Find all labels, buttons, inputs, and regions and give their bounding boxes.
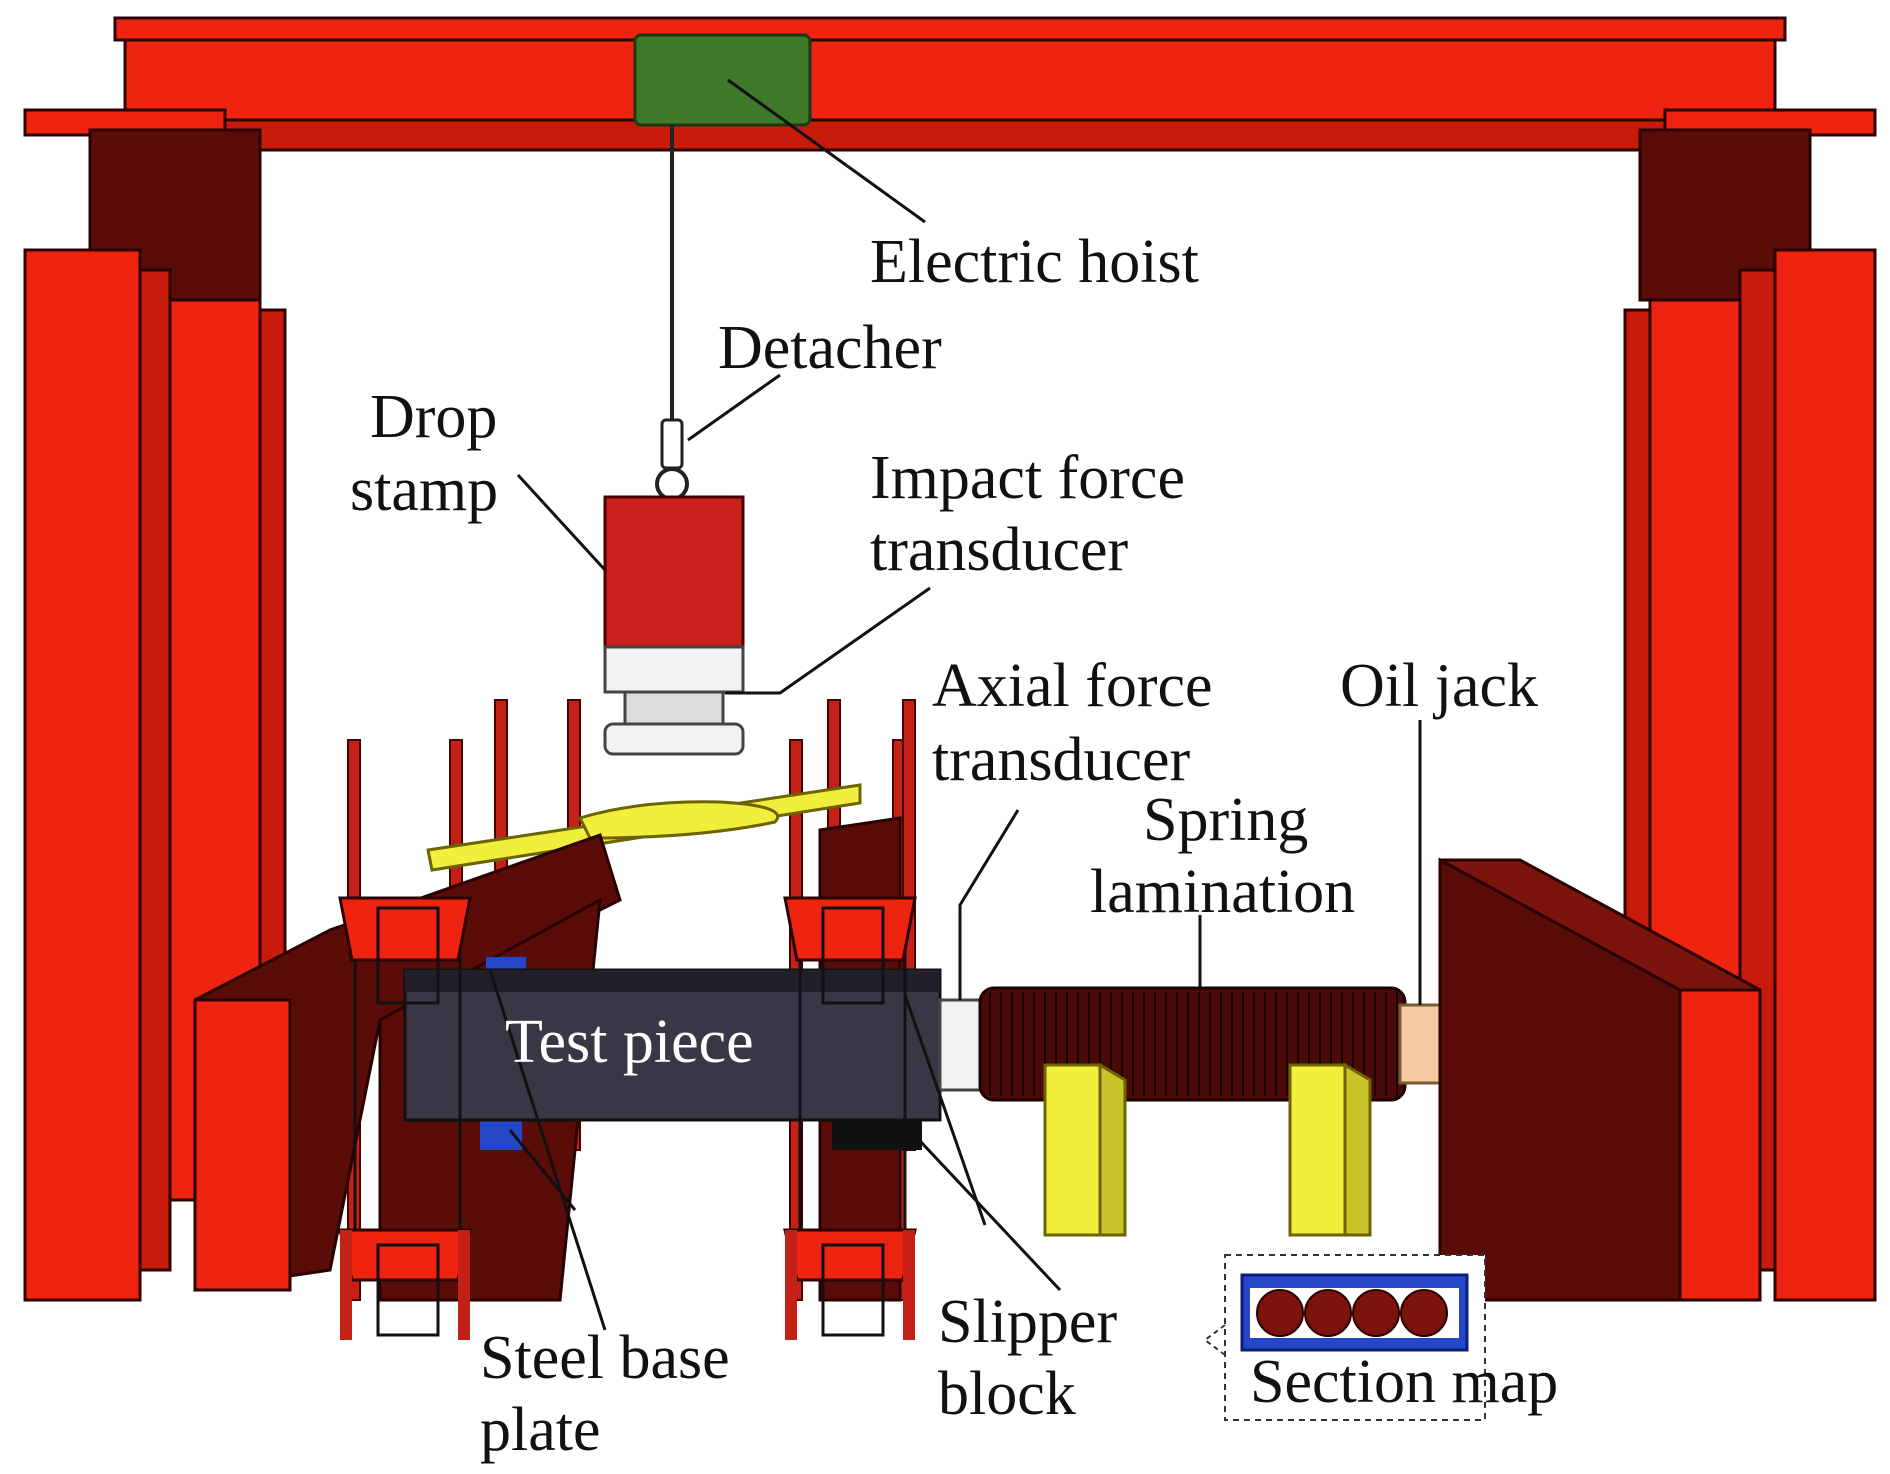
label-test-piece: Test piece	[505, 1008, 754, 1076]
label-axial-line1: Axial force	[932, 652, 1213, 720]
label-slipper-line1: Slipper	[938, 1288, 1117, 1356]
section-map	[1203, 1254, 1486, 1421]
impact-force-transducer	[603, 690, 745, 756]
detacher	[655, 418, 689, 501]
label-spring-line2: lamination	[1090, 858, 1355, 926]
top-yellow-bars	[426, 783, 862, 872]
label-electric-hoist: Electric hoist	[870, 228, 1199, 296]
label-impact-line1: Impact force	[870, 444, 1185, 512]
label-detacher: Detacher	[718, 314, 942, 382]
label-oil-jack: Oil jack	[1340, 652, 1538, 720]
axial-force-transducer	[938, 998, 984, 1092]
label-drop-stamp-line2: stamp	[350, 456, 498, 524]
label-axial-line2: transducer	[932, 726, 1191, 794]
electric-hoist	[633, 33, 812, 127]
label-section-map: Section map	[1250, 1348, 1558, 1416]
label-impact-line2: transducer	[870, 516, 1129, 584]
label-spring-line1: Spring	[1143, 786, 1308, 854]
label-steel-line1: Steel base	[480, 1324, 730, 1392]
leader-lines	[488, 78, 1422, 1331]
clamp-right	[783, 896, 917, 1340]
clamp-left	[338, 896, 472, 1340]
label-slipper-line2: block	[938, 1360, 1076, 1428]
label-drop-stamp-line1: Drop	[370, 383, 497, 451]
reaction-wall	[1438, 857, 1762, 1302]
spring-supports	[1043, 1062, 1372, 1237]
test-piece	[403, 968, 942, 1150]
drop-stamp	[603, 495, 745, 694]
label-steel-line2: plate	[480, 1396, 601, 1464]
